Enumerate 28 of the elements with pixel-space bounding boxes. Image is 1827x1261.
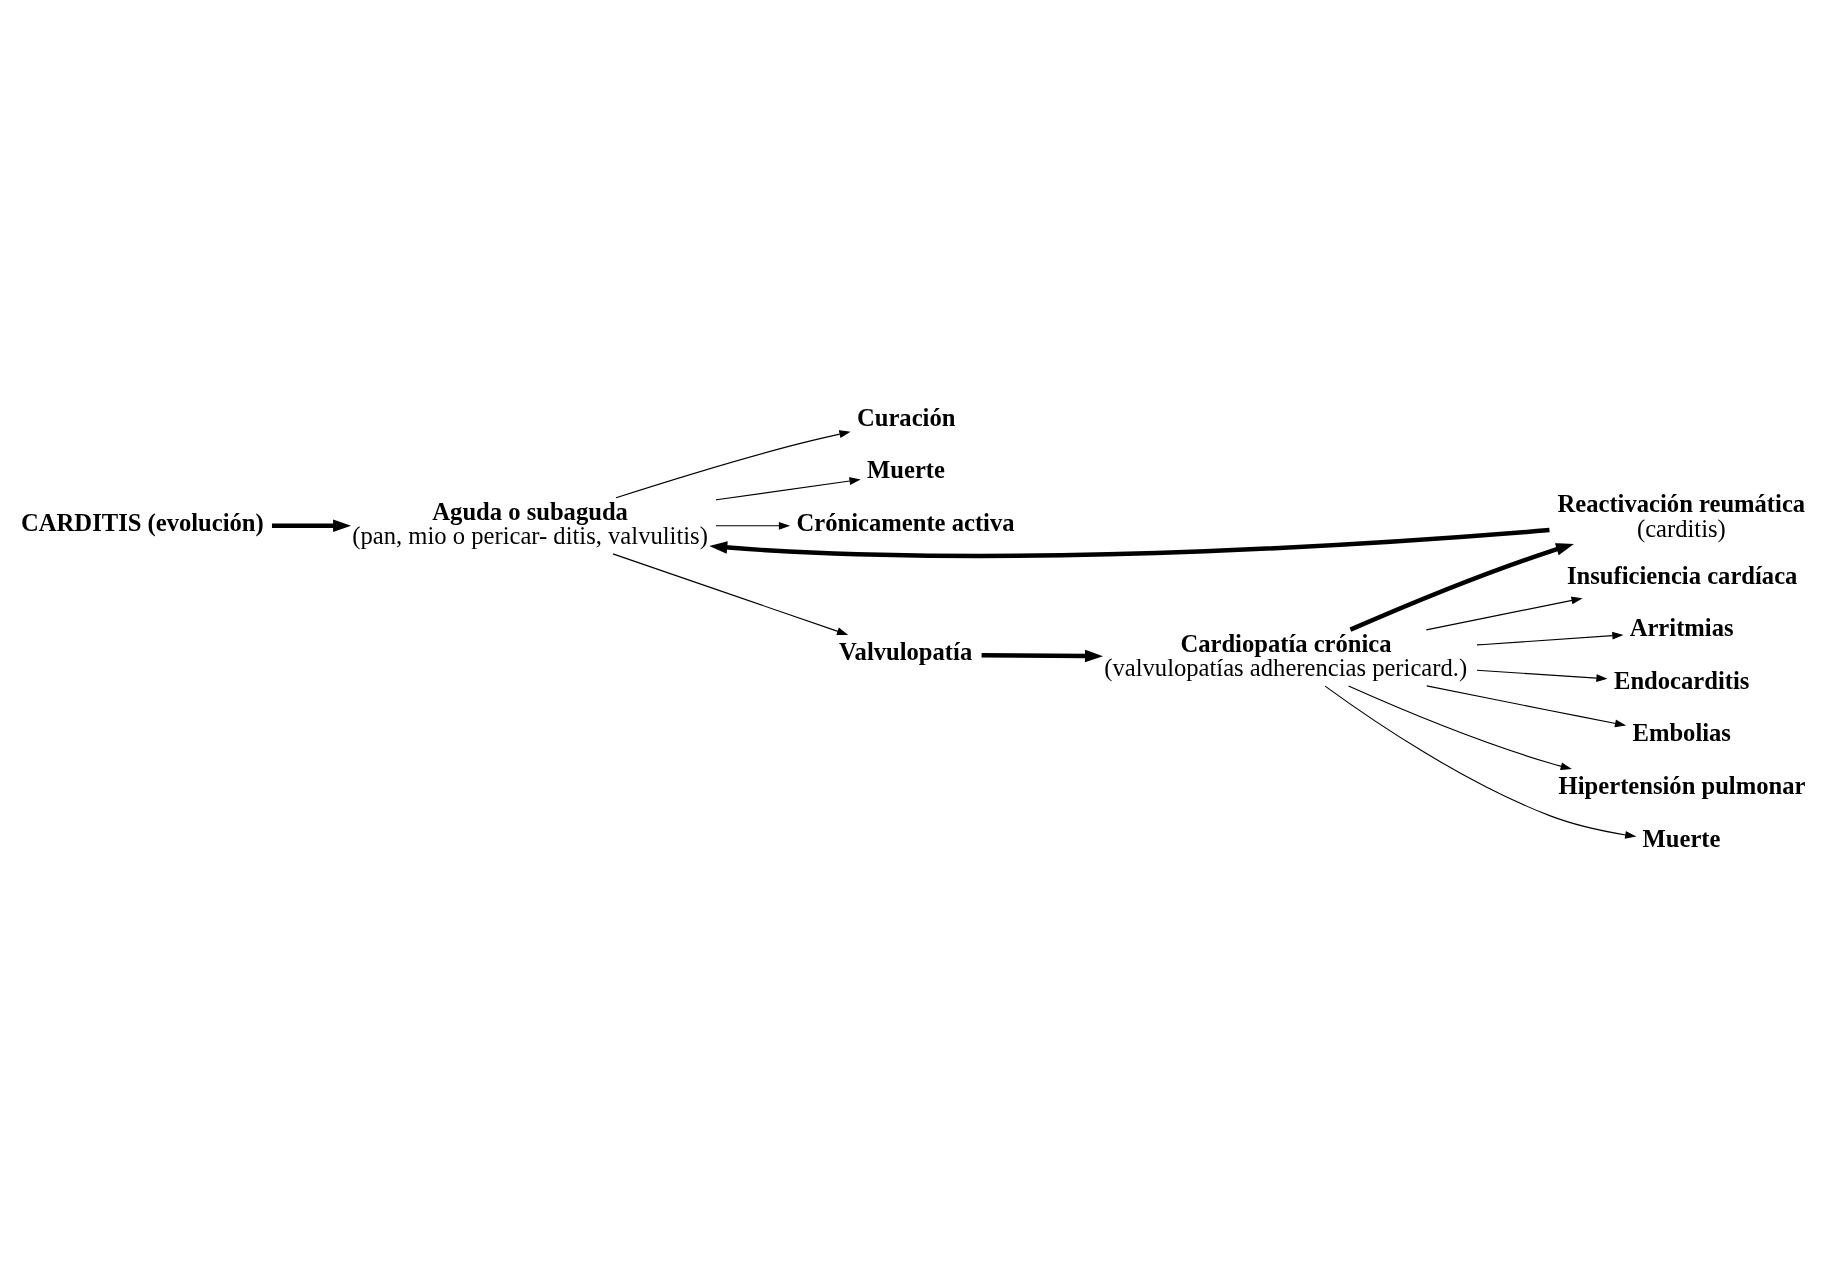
arrow xyxy=(1476,631,1624,645)
arrow xyxy=(271,519,352,532)
node-text: Aguda o subaguda (pan, mio o pericar- ditis, valvulitis) xyxy=(352,497,708,549)
node-text: Arritmias xyxy=(1629,613,1734,641)
arrow xyxy=(1349,542,1574,632)
arrow xyxy=(709,527,1550,558)
arrow xyxy=(1324,685,1637,839)
arrow xyxy=(981,649,1103,662)
node-text: Valvulopatía xyxy=(839,637,973,665)
arrow xyxy=(715,521,791,530)
node-text: Cardiopatía crónica (valvulopatías adherencias pericard.) xyxy=(1104,629,1468,681)
arrow xyxy=(615,429,851,498)
arrow xyxy=(1348,685,1572,770)
node-text: Hipertensión pulmonar xyxy=(1558,771,1806,799)
node-text: CARDITIS (evolución) xyxy=(21,508,264,536)
arrow xyxy=(612,552,849,635)
arrow xyxy=(1425,596,1583,630)
node-text: Curación xyxy=(856,403,956,431)
arrow xyxy=(1426,684,1627,727)
node-text: Reactivación reumática (carditis) xyxy=(1557,489,1806,542)
arrow xyxy=(1476,669,1608,682)
node-text: Insuficiencia cardíaca xyxy=(1567,561,1798,589)
node-text: Endocarditis xyxy=(1614,666,1750,694)
node-text: Muerte xyxy=(867,455,945,483)
node-text: Crónicamente activa xyxy=(796,508,1015,536)
node-text: Embolias xyxy=(1632,718,1731,746)
arrow xyxy=(715,476,861,500)
node-text: Muerte xyxy=(1642,824,1721,852)
